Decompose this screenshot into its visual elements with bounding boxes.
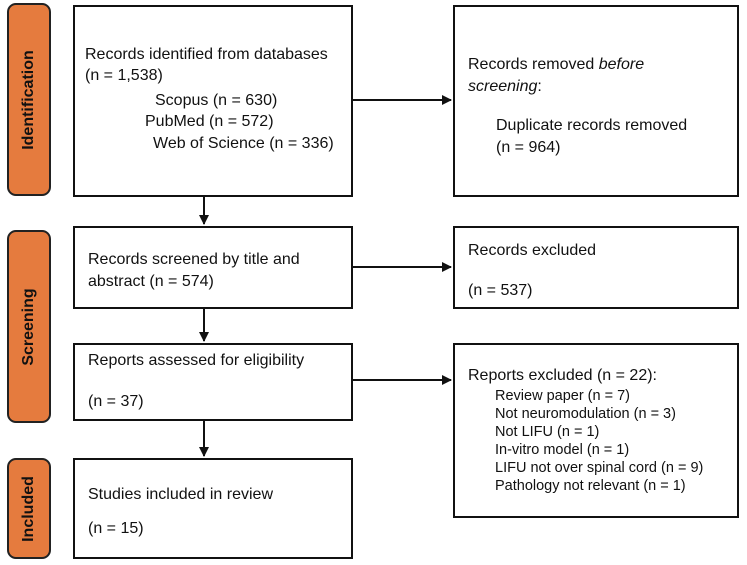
records-removed-subtitle: screening: — [468, 76, 542, 97]
source-web-of-science: Web of Science (n = 336) — [153, 135, 334, 152]
records-excluded-title: Records excluded — [468, 242, 597, 259]
records-identified-title: Records identified from databases — [85, 46, 328, 63]
records-screened-title: Records screened by title and — [88, 251, 300, 268]
reports-excluded-box: Reports excluded (n = 22): Review paper … — [453, 343, 739, 518]
phase-included: Included — [7, 458, 51, 559]
records-removed-title: Records removed before — [468, 54, 644, 75]
source-scopus: Scopus (n = 630) — [155, 92, 278, 109]
duplicate-records-label: Duplicate records removed — [496, 117, 688, 134]
reports-assessed-count: (n = 37) — [88, 393, 144, 410]
records-removed-italic-2: screening — [468, 78, 538, 95]
studies-included-box: Studies included in review (n = 15) — [73, 458, 353, 559]
records-identified-box: Records identified from databases (n = 1… — [73, 5, 353, 197]
exclusion-reason-item: Not LIFU (n = 1) — [495, 424, 600, 440]
reports-assessed-box: Reports assessed for eligibility (n = 37… — [73, 343, 353, 421]
exclusion-reason-item: Pathology not relevant (n = 1) — [495, 478, 686, 494]
records-removed-colon: : — [537, 78, 542, 95]
records-removed-text: Records removed — [468, 56, 599, 73]
records-screened-box: Records screened by title and abstract (… — [73, 226, 353, 309]
records-excluded-box: Records excluded (n = 537) — [453, 226, 739, 309]
source-pubmed: PubMed (n = 572) — [145, 113, 274, 130]
reports-assessed-title: Reports assessed for eligibility — [88, 352, 305, 369]
exclusion-reason-item: Not neuromodulation (n = 3) — [495, 406, 676, 422]
records-excluded-count: (n = 537) — [468, 282, 533, 299]
exclusion-reason-item: In-vitro model (n = 1) — [495, 442, 630, 458]
studies-included-count: (n = 15) — [88, 520, 144, 537]
records-screened-count: abstract (n = 574) — [88, 273, 214, 290]
reports-excluded-title: Reports excluded (n = 22): — [468, 367, 657, 384]
duplicate-records-count: (n = 964) — [496, 139, 561, 156]
phase-screening: Screening — [7, 230, 51, 423]
studies-included-title: Studies included in review — [88, 486, 273, 503]
exclusion-reason-item: Review paper (n = 7) — [495, 388, 630, 404]
records-identified-count: (n = 1,538) — [85, 67, 163, 84]
records-removed-box: Records removed before screening: Duplic… — [453, 5, 739, 197]
exclusion-reason-item: LIFU not over spinal cord (n = 9) — [495, 460, 704, 476]
phase-identification: Identification — [7, 3, 51, 196]
records-removed-italic: before — [598, 56, 645, 73]
